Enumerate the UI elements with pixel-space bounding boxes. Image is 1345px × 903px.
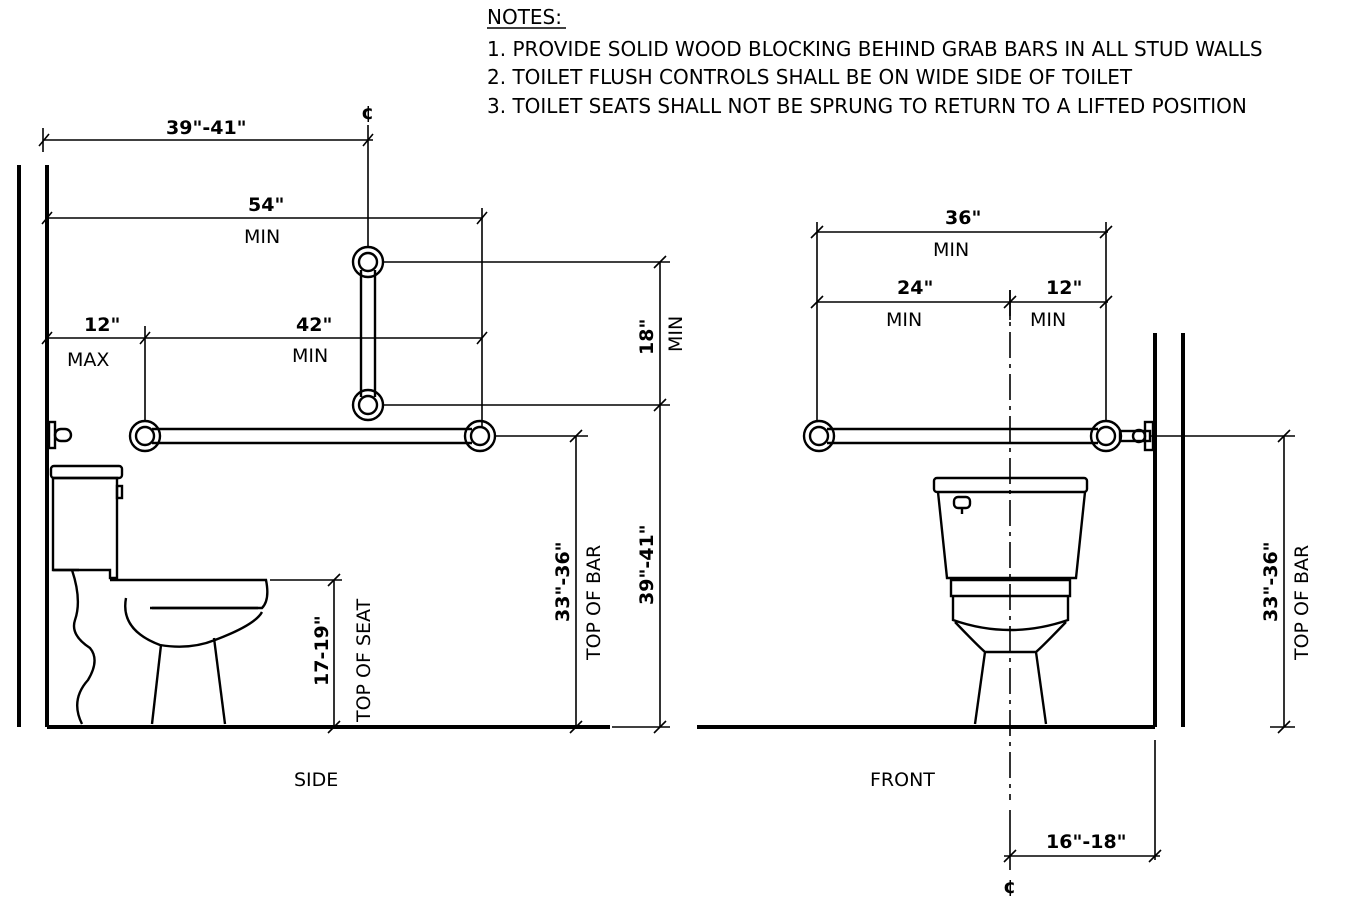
svg-text:42": 42" — [296, 314, 332, 336]
svg-text:36": 36" — [945, 207, 981, 229]
svg-text:MIN: MIN — [933, 239, 969, 261]
dim-side-bar-offset: 12" MAX 42" MIN — [41, 314, 488, 420]
svg-text:12": 12" — [84, 314, 120, 336]
svg-text:MIN: MIN — [244, 226, 280, 248]
note-2: 2. TOILET FLUSH CONTROLS SHALL BE ON WID… — [487, 65, 1133, 89]
svg-text:12": 12" — [1046, 277, 1082, 299]
front-grab-bar — [802, 419, 1155, 453]
front-centerline-symbol: ¢ — [1003, 876, 1016, 898]
svg-text:MIN: MIN — [886, 309, 922, 331]
dim-front-bar-split: 24" MIN 12" MIN — [810, 277, 1113, 331]
svg-text:17-19": 17-19" — [311, 615, 333, 686]
dim-seat-height: 17-19" TOP OF SEAT — [270, 573, 375, 734]
svg-text:MAX: MAX — [67, 349, 109, 371]
dim-front-bar-height: 33"-36" TOP OF BAR — [1150, 429, 1313, 734]
note-1: 1. PROVIDE SOLID WOOD BLOCKING BEHIND GR… — [487, 37, 1263, 61]
dim-vertical-bar-top: 39"-41" — [612, 405, 670, 734]
dim-side-bar-height: 33"-36" TOP OF BAR — [496, 429, 605, 734]
svg-text:39"-41": 39"-41" — [166, 117, 247, 139]
notes-block: NOTES: 1. PROVIDE SOLID WOOD BLOCKING BE… — [487, 5, 1263, 118]
side-view: ¢ 39"-41" 54" MIN 12" MAX 42" — [17, 102, 687, 791]
dim-vertical-bar: 18" MIN — [384, 255, 687, 412]
side-centerline-symbol: ¢ — [361, 102, 374, 124]
svg-text:MIN: MIN — [665, 316, 687, 352]
side-horizontal-grab-bar — [128, 419, 497, 453]
dim-side-bar-length: 54" MIN — [41, 194, 488, 426]
svg-text:TOP OF BAR: TOP OF BAR — [583, 545, 605, 661]
note-3: 3. TOILET SEATS SHALL NOT BE SPRUNG TO R… — [487, 94, 1247, 118]
svg-text:MIN: MIN — [292, 345, 328, 367]
svg-text:TOP OF SEAT: TOP OF SEAT — [353, 598, 375, 723]
svg-text:54": 54" — [248, 194, 284, 216]
svg-text:18": 18" — [636, 319, 658, 355]
front-view-label: FRONT — [870, 769, 935, 791]
svg-text:39"-41": 39"-41" — [636, 524, 658, 605]
svg-text:33"-36": 33"-36" — [552, 541, 574, 622]
side-toilet — [49, 464, 269, 725]
svg-text:33"-36": 33"-36" — [1260, 541, 1282, 622]
svg-text:16"-18": 16"-18" — [1046, 831, 1127, 853]
dim-centerline-to-wall: 16"-18" — [1003, 740, 1162, 863]
svg-text:24": 24" — [897, 277, 933, 299]
svg-text:TOP OF BAR: TOP OF BAR — [1291, 545, 1313, 661]
svg-text:MIN: MIN — [1030, 309, 1066, 331]
dim-centerline-from-wall: 39"-41" — [38, 117, 374, 152]
front-view: ¢ 36" MIN 24" MIN 12" MIN — [697, 207, 1313, 898]
dim-front-bar-length: 36" MIN — [810, 207, 1113, 420]
notes-heading: NOTES: — [487, 5, 562, 29]
side-vertical-grab-bar — [351, 245, 385, 422]
side-view-label: SIDE — [294, 769, 338, 791]
